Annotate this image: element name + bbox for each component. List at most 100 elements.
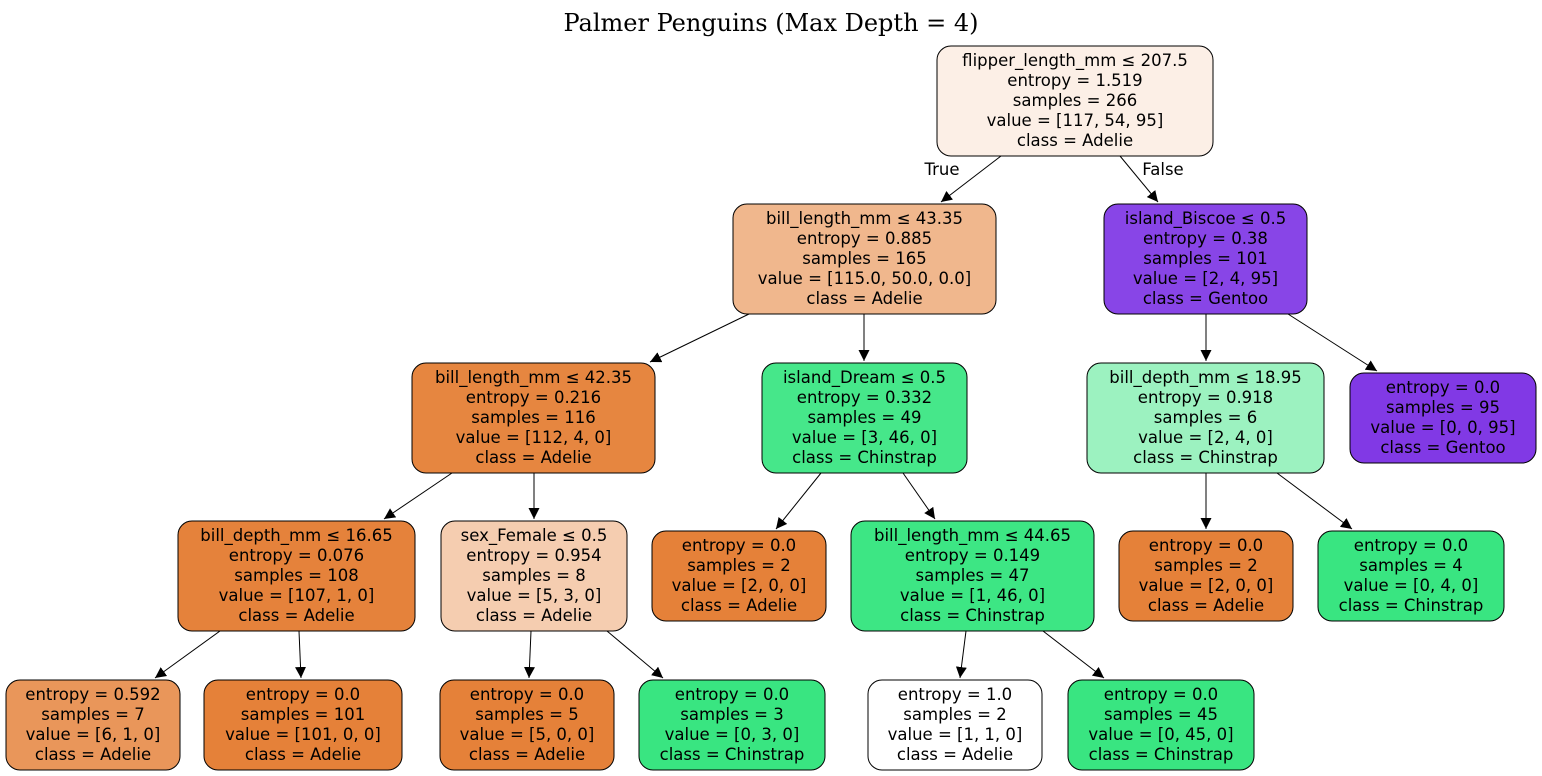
node-box [732,203,997,315]
node-box [1067,679,1255,771]
node-line: value = [1, 1, 0] [888,725,1023,744]
node-line: samples = 101 [241,705,365,724]
node-line: class = Adelie [35,745,151,764]
node-line: value = [101, 0, 0] [225,725,381,744]
node-line: samples = 47 [916,566,1030,585]
node-line: class = Chinstrap [900,606,1045,625]
edge-n10-n18 [1042,630,1105,679]
node-line: class = Adelie [476,606,592,625]
node-line: class = Chinstrap [1089,745,1234,764]
node-line: value = [0, 4, 0] [1344,576,1479,595]
node-line: value = [0, 45, 0] [1088,725,1233,744]
node-line: class = Adelie [245,745,361,764]
node-line: class = Adelie [475,448,591,467]
node-line: class = Adelie [238,606,354,625]
node-line: samples = 108 [234,566,358,585]
edge-n2-n6 [1287,313,1378,372]
node-box [5,679,181,771]
node-line: value = [3, 46, 0] [792,428,937,447]
node-line: class = Gentoo [1143,289,1268,308]
node-line: class = Chinstrap [1133,448,1278,467]
node-line: value = [2, 4, 95] [1133,269,1278,288]
node-line: entropy = 0.0 [246,685,360,704]
node-line: entropy = 0.918 [1138,388,1273,407]
node-line: value = [112, 4, 0] [456,428,612,447]
node-line: class = Adelie [1148,596,1264,615]
node-line: sex_Female ≤ 0.5 [461,526,608,546]
node-line: value = [2, 0, 0] [672,576,807,595]
node-line: samples = 2 [1154,556,1257,575]
node-line: entropy = 1.519 [1007,71,1142,90]
node-line: class = Chinstrap [1339,596,1484,615]
node-line: bill_length_mm ≤ 42.35 [435,368,632,388]
node-line: entropy = 0.885 [797,229,932,248]
node-line: entropy = 0.0 [1149,536,1263,555]
node-line: value = [0, 0, 95] [1370,418,1515,437]
node-line: entropy = 0.076 [229,546,364,565]
edge-n3-n7 [383,472,453,520]
diagram-title: Palmer Penguins (Max Depth = 4) [563,9,978,37]
node-line: class = Chinstrap [792,448,937,467]
node-line: samples = 2 [903,705,1006,724]
node-box [651,530,827,622]
node-box [177,520,416,632]
edge-n8-n16 [606,630,664,679]
node-box [203,679,403,771]
node-line: island_Dream ≤ 0.5 [783,368,946,388]
node-line: value = [117, 54, 95] [987,111,1164,130]
node-box [411,362,656,474]
node-line: island_Biscoe ≤ 0.5 [1125,209,1286,229]
node-line: samples = 101 [1143,249,1267,268]
node-line: samples = 95 [1386,398,1500,417]
edge-n0-n2 [1119,155,1159,203]
node-line: samples = 266 [1013,91,1137,110]
node-line: bill_length_mm ≤ 44.65 [874,526,1071,546]
edge-n10-n17 [955,630,967,679]
node-box [1086,362,1325,474]
node-line: bill_depth_mm ≤ 18.95 [1109,368,1301,388]
node-line: samples = 6 [1154,408,1257,427]
node-line: value = [2, 4, 0] [1138,428,1273,447]
node-line: class = Adelie [806,289,922,308]
edge-n4-n10 [902,472,936,520]
node-line: value = [115.0, 50.0, 0.0] [758,269,971,288]
node-line: value = [6, 1, 0] [26,725,161,744]
node-line: samples = 5 [475,705,578,724]
node-box [1349,372,1537,464]
node-line: entropy = 0.0 [1354,536,1468,555]
node-line: bill_length_mm ≤ 43.35 [766,209,963,229]
node-box [1317,530,1505,622]
node-line: class = Chinstrap [660,745,805,764]
edge-n4-n9 [775,472,822,530]
node-line: entropy = 0.592 [25,685,160,704]
edge-n7-n14 [295,630,307,679]
node-box [850,520,1095,632]
node-line: entropy = 1.0 [898,685,1012,704]
edge-n5-n12 [1276,472,1353,530]
node-line: value = [2, 0, 0] [1139,576,1274,595]
node-line: entropy = 0.0 [1386,378,1500,397]
node-line: class = Adelie [681,596,797,615]
node-box [1103,203,1308,315]
node-box [936,45,1214,157]
node-line: entropy = 0.332 [797,388,932,407]
node-box [1118,530,1294,622]
node-line: flipper_length_mm ≤ 207.5 [962,51,1188,71]
node-line: entropy = 0.0 [682,536,796,555]
node-box [439,679,615,771]
node-line: samples = 8 [482,566,585,585]
